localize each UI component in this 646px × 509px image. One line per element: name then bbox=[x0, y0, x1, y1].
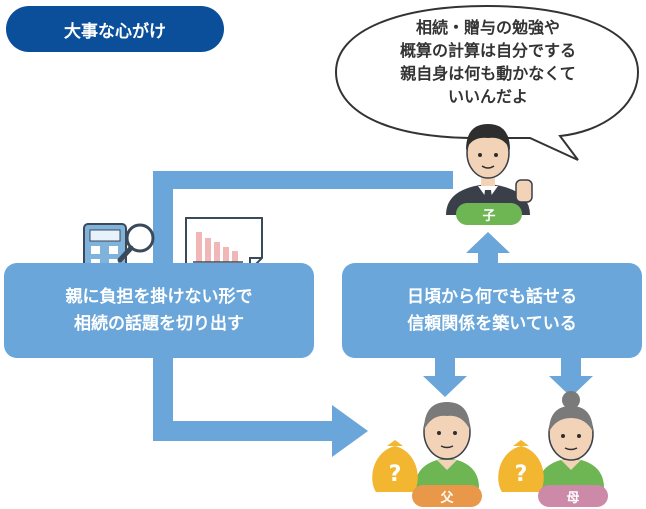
right-box-line: 日頃から何でも話せる bbox=[407, 286, 577, 307]
arrow-head-to-father bbox=[332, 405, 368, 457]
father-figure bbox=[415, 402, 479, 488]
svg-text:?: ? bbox=[515, 462, 528, 487]
arrow-down-to-father bbox=[423, 357, 467, 397]
magnifier-icon bbox=[117, 223, 155, 263]
arrow-top-connector bbox=[153, 171, 173, 266]
money-bag-icon: ? bbox=[498, 440, 544, 492]
left-box-line: 相続の話題を切り出す bbox=[74, 313, 244, 334]
speech-line: いいんだよ bbox=[447, 87, 528, 106]
flow-arrows bbox=[153, 171, 593, 457]
child-label: 子 bbox=[456, 203, 522, 225]
speech-line: 相続・贈与の勉強や bbox=[415, 18, 560, 37]
left-box-line: 親に負担を掛けない形で bbox=[65, 286, 253, 307]
speech-line: 親自身は何も動かなくて bbox=[400, 64, 576, 83]
speech-bubble-shape bbox=[334, 4, 640, 161]
arrow-top-horizontal bbox=[153, 171, 453, 189]
arrow-bottom-horizontal bbox=[153, 421, 333, 441]
speech-line: 概算の計算は自分でする bbox=[399, 41, 576, 60]
arrow-down-to-mother bbox=[549, 357, 593, 397]
mother-label: 母 bbox=[538, 485, 608, 507]
arrow-bottom-connector bbox=[153, 356, 173, 440]
left-box: 親に負担を掛けない形で 相続の話題を切り出す bbox=[4, 263, 314, 358]
money-bag-icon: ? bbox=[372, 440, 418, 492]
svg-text:?: ? bbox=[389, 462, 402, 487]
right-box-line: 信頼関係を築いている bbox=[407, 313, 577, 334]
arrow-up-to-child bbox=[466, 232, 510, 266]
father-label: 父 bbox=[412, 485, 482, 507]
mother-figure bbox=[538, 391, 604, 488]
bar-chart-icon bbox=[185, 217, 263, 271]
right-box: 日頃から何でも話せる 信頼関係を築いている bbox=[342, 263, 642, 358]
header-title: 大事な心がけ bbox=[6, 6, 224, 52]
speech-bubble-text: 相続・贈与の勉強や 概算の計算は自分でする 親自身は何も動かなくて いいんだよ bbox=[352, 16, 624, 108]
